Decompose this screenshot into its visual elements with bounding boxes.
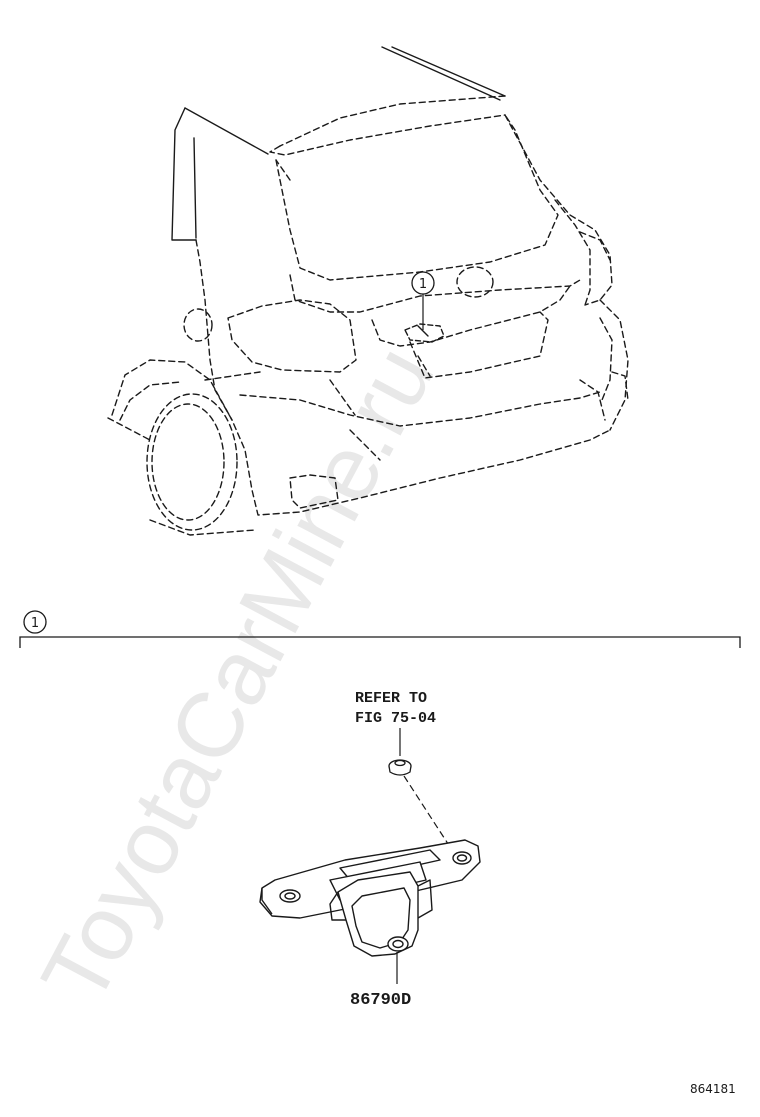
- grommet-clip: [388, 759, 412, 776]
- section-marker-label: 1: [31, 616, 39, 631]
- section-divider: 1: [19, 610, 741, 648]
- back-camera-assembly: [259, 839, 481, 957]
- figure-id-label: 864181: [690, 1082, 736, 1096]
- vehicle-rear-illustration: [107, 46, 629, 536]
- part-number-label: 86790D: [350, 991, 411, 1010]
- refer-to-label-line1: REFER TO: [355, 690, 427, 707]
- callout-1-vehicle: 1: [411, 271, 435, 330]
- refer-to-label-line2: FIG 75-04: [355, 710, 436, 727]
- callout-1-label: 1: [419, 277, 427, 292]
